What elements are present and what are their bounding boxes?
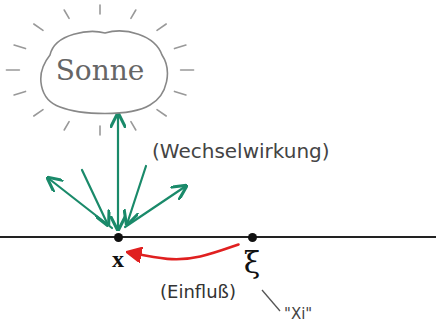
sun-ray <box>64 122 69 130</box>
note-label: "Xi" <box>282 306 314 323</box>
edge-label: (Einfluß) <box>158 282 238 303</box>
sun-ray <box>34 110 43 116</box>
leader-line <box>262 290 280 311</box>
sun-ray <box>175 91 186 95</box>
sun-ray <box>99 126 101 135</box>
point-dot <box>114 233 123 242</box>
point-label: ξ <box>244 246 261 279</box>
radiation-arrow <box>125 186 186 227</box>
sun-label: Sonne <box>56 56 145 87</box>
sun-cloud: Sonne <box>30 25 170 117</box>
sun-ray <box>131 122 136 130</box>
point-label: x <box>112 246 124 272</box>
sun-ray <box>14 91 25 95</box>
point-node: ξ <box>242 233 263 279</box>
sun-ray <box>6 69 19 71</box>
sun-ray <box>34 24 43 30</box>
edge-label: (Wechselwirkung) <box>150 140 332 163</box>
sun-ray <box>64 10 69 18</box>
cloud-path <box>41 31 168 113</box>
sun-rays <box>6 5 193 135</box>
sun-ray <box>14 45 25 49</box>
axis-line <box>0 236 436 238</box>
sun-ray <box>131 10 136 18</box>
sun-ray <box>157 24 166 30</box>
sun-ray <box>99 5 101 14</box>
sun-ray <box>175 45 186 49</box>
point-dot <box>248 233 257 242</box>
sun-ray <box>181 69 194 71</box>
sun-ray <box>157 110 166 116</box>
radiation-arrow <box>48 178 112 228</box>
point-node: x <box>110 233 126 272</box>
radiation-arrow <box>82 170 108 225</box>
influence-arrow <box>129 245 239 260</box>
interaction-arrow <box>117 114 119 230</box>
